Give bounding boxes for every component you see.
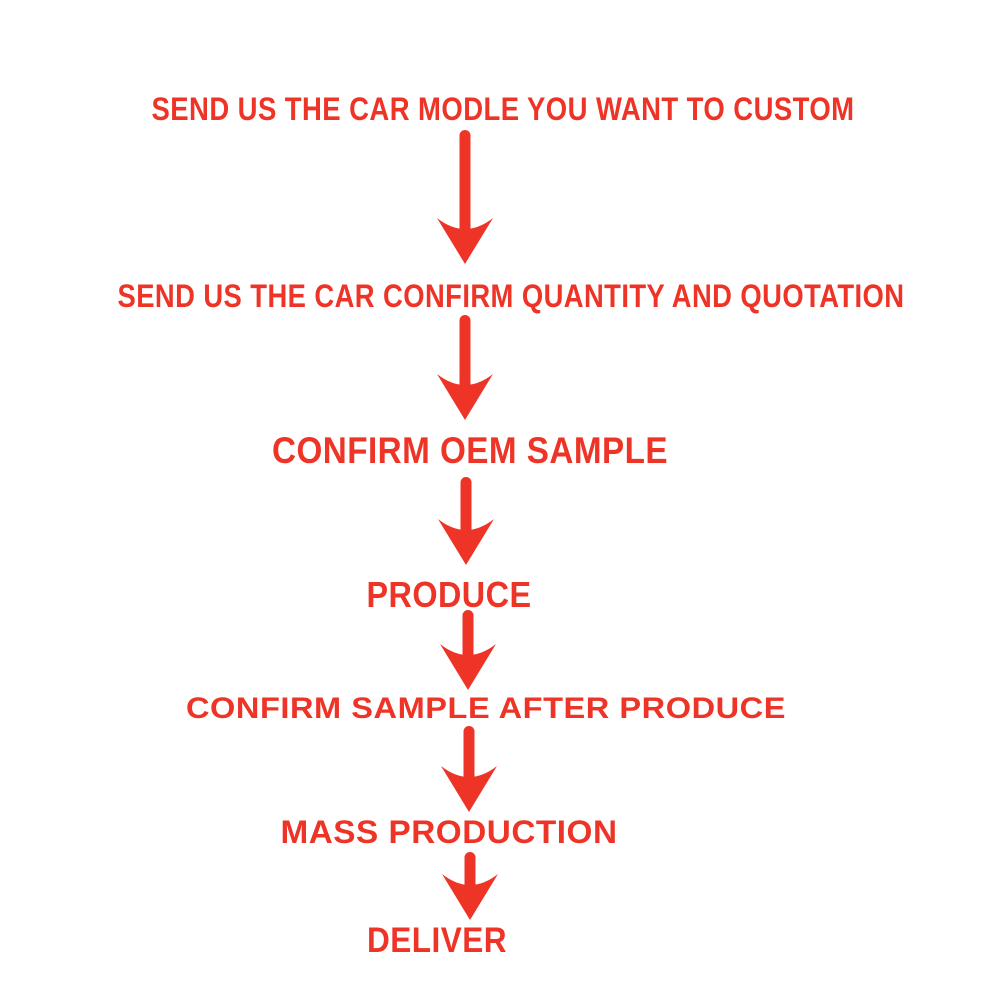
step-label-7: DELIVER [367,921,507,960]
step-label-2: SEND US THE CAR CONFIRM QUANTITY AND QUO… [117,278,905,314]
step-label-1: SEND US THE CAR MODLE YOU WANT TO CUSTOM [151,91,855,127]
step-label-4: PRODUCE [366,574,532,615]
step-label-5: CONFIRM SAMPLE AFTER PRODUCE [186,692,786,725]
down-arrow-icon [440,610,496,690]
down-arrow-icon [442,852,498,920]
step-label-3: CONFIRM OEM SAMPLE [272,430,668,471]
down-arrow-icon [441,726,497,812]
step-label-6: MASS PRODUCTION [280,814,618,850]
down-arrow-icon [437,130,493,264]
down-arrow-icon [437,315,493,420]
down-arrow-icon [438,477,494,565]
